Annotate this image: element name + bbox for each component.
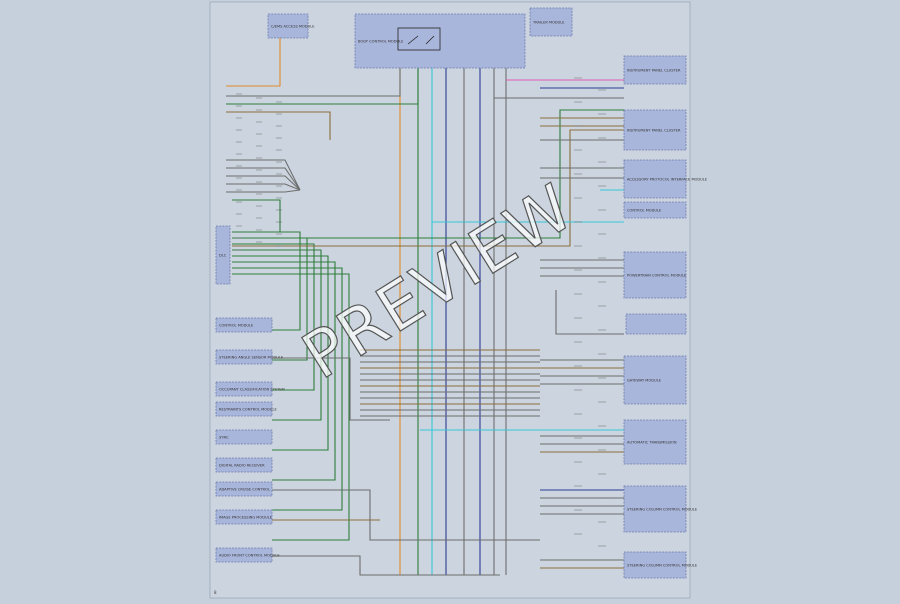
module-left-4-label: SYNC: [219, 436, 229, 440]
module-left-7-label: IMAGE PROCESSING MODULE: [219, 516, 273, 520]
module-layer: C/EMS ACCESS MODULE BODY CONTROL MODULE TR…: [215, 7, 708, 579]
module-top-right-label: TRAILER MODULE: [532, 21, 565, 25]
module-top-left-label: C/EMS ACCESS MODULE: [271, 25, 315, 29]
wire-gray: [226, 175, 301, 191]
wire-gray: [226, 189, 301, 193]
module-top-right: TRAILER MODULE: [529, 7, 573, 37]
module-right-1: INSTRUMENT PANEL CLUSTER: [623, 109, 687, 151]
module-right-1-label: INSTRUMENT PANEL CLUSTER: [627, 129, 681, 133]
module-left-2: OCCUPANT CLASSIFICATION SYSTEM: [215, 381, 285, 397]
module-left-0: CONTROL MODULE: [215, 317, 273, 333]
module-right-5-label: GATEWAY MODULE: [627, 379, 662, 383]
module-right-0: INSTRUMENT PANEL CLUSTER: [623, 55, 687, 85]
module-right-2-label: ACCESSORY PROTOCOL INTERFACE MODULE: [627, 178, 708, 182]
module-right-5: GATEWAY MODULE: [623, 355, 687, 405]
module-left-3: RESTRAINTS CONTROL MODULE: [215, 401, 277, 417]
module-left-7: IMAGE PROCESSING MODULE: [215, 509, 273, 525]
module-right-small: [625, 313, 687, 335]
module-right-6-label: AUTOMATIC TRANSMISSION: [627, 441, 677, 445]
wire-green: [226, 68, 419, 105]
wire-gray: [272, 555, 500, 576]
wire-green: [232, 231, 301, 331]
module-left-2-label: OCCUPANT CLASSIFICATION SYSTEM: [219, 388, 285, 392]
module-top-left: C/EMS ACCESS MODULE: [267, 13, 315, 39]
wire-green: [232, 273, 350, 541]
module-left-5: DIGITAL RADIO RECEIVER: [215, 457, 273, 473]
label-layer: [236, 77, 606, 547]
module-left-8: AUDIO FRONT CONTROL MODULE: [215, 547, 280, 563]
wire-brown: [226, 111, 331, 140]
wire-gray: [272, 489, 540, 541]
wire-orange: [226, 38, 281, 87]
module-right-4-label: POWERTRAIN CONTROL MODULE: [627, 274, 687, 278]
wire-green: [232, 261, 336, 481]
module-left-6-label: ADAPTIVE CRUISE CONTROL: [219, 488, 270, 492]
module-right-2: ACCESSORY PROTOCOL INTERFACE MODULE: [623, 159, 708, 199]
wire-green: [232, 249, 322, 421]
dlc-connector-label: DLC: [219, 254, 227, 258]
wire-green: [232, 109, 624, 239]
module-left-5-label: DIGITAL RADIO RECEIVER: [219, 464, 265, 468]
module-right-3: CONTROL MODULE: [623, 201, 687, 219]
relay-switch-icon: [397, 27, 441, 51]
wire-green: [232, 199, 281, 232]
module-right-8: STEERING COLUMN CONTROL MODULE: [623, 551, 698, 579]
wire-gray: [555, 290, 624, 335]
module-left-1-label: STEERING ANGLE SENSOR MODULE: [219, 356, 284, 360]
diagram-sheet: [209, 1, 691, 599]
module-right-7: STEERING COLUMN CONTROL MODULE: [623, 485, 698, 533]
module-left-4: SYNC: [215, 429, 273, 445]
module-left-0-label: CONTROL MODULE: [219, 324, 254, 328]
module-right-3-label: CONTROL MODULE: [627, 209, 662, 213]
module-right-0-label: INSTRUMENT PANEL CLUSTER: [627, 69, 681, 73]
wire-green: [232, 255, 329, 451]
wire-brown: [232, 129, 624, 247]
wire-gray: [226, 68, 401, 97]
module-left-1: STEERING ANGLE SENSOR MODULE: [215, 349, 284, 365]
module-right-8-label: STEERING COLUMN CONTROL MODULE: [627, 564, 698, 568]
module-left-8-label: AUDIO FRONT CONTROL MODULE: [219, 554, 280, 558]
module-left-6: ADAPTIVE CRUISE CONTROL: [215, 481, 273, 497]
dlc-connector: DLC: [215, 225, 231, 285]
module-left-3-label: RESTRAINTS CONTROL MODULE: [219, 408, 277, 412]
module-right-6: AUTOMATIC TRANSMISSION: [623, 419, 687, 465]
module-right-4: POWERTRAIN CONTROL MODULE: [623, 251, 687, 299]
wire-gray: [226, 167, 301, 191]
page-number: 8: [214, 590, 217, 595]
wire-green: [232, 267, 343, 511]
wire-green: [232, 243, 315, 391]
wire-gray: [226, 183, 301, 191]
wire-gray: [226, 159, 301, 191]
module-top-center-label: BODY CONTROL MODULE: [358, 40, 404, 44]
wire-gray: [272, 357, 390, 421]
module-right-7-label: STEERING COLUMN CONTROL MODULE: [627, 508, 698, 512]
